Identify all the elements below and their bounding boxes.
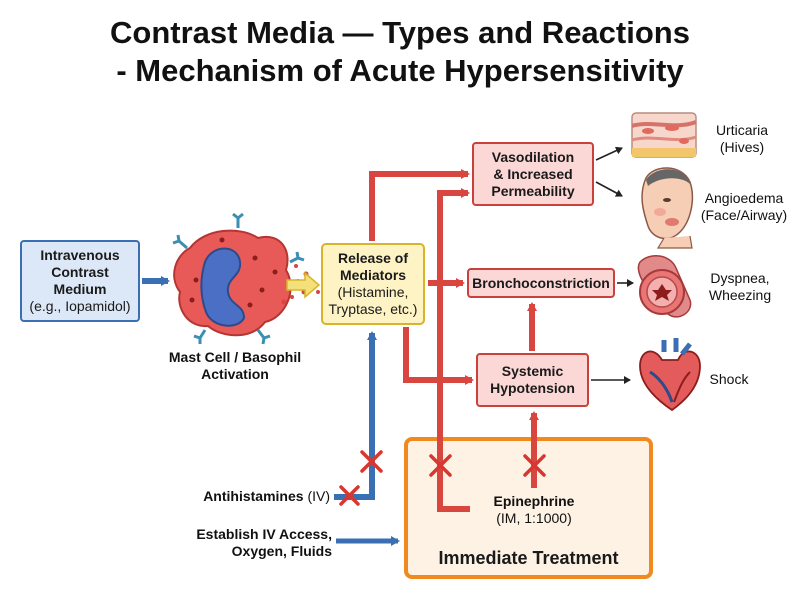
outcome-shock: Shock bbox=[704, 371, 754, 388]
outcome-urticaria-line-2: (Hives) bbox=[719, 139, 765, 155]
block-mark-epinephrine-hypotension bbox=[523, 454, 546, 477]
arrow-antihistamines-to-mediators bbox=[334, 331, 377, 500]
mast-cell-caption: Mast Cell / Basophil Activation bbox=[150, 349, 320, 383]
node-bronchoconstriction-label: Bronchoconstriction bbox=[472, 274, 610, 291]
treatment-epinephrine: Epinephrine (IM, 1:1000) bbox=[474, 493, 594, 527]
title-line-1: Contrast Media — Types and Reactions bbox=[110, 15, 690, 50]
arrow-mediators-to-vasodilation bbox=[369, 169, 470, 241]
outcome-angioedema: Angioedema (Face/Airway) bbox=[694, 190, 794, 224]
face-swelling-icon bbox=[641, 167, 694, 249]
mast-cell-caption-line-2: Activation bbox=[201, 366, 269, 382]
arrow-epinephrine-to-vasodilation bbox=[437, 188, 470, 512]
antihistamines-name: Antihistamines bbox=[203, 488, 304, 504]
airway-cross-section-icon bbox=[637, 255, 692, 318]
node-hypotension-line-1: Systemic bbox=[501, 363, 564, 379]
node-release-line-4: Tryptase, etc.) bbox=[328, 301, 418, 317]
mast-cell-caption-line-1: Mast Cell / Basophil bbox=[168, 349, 302, 365]
mast-cell-icon bbox=[172, 212, 320, 345]
epinephrine-line-1: Epinephrine bbox=[493, 493, 575, 509]
outcome-angioedema-line-1: Angioedema bbox=[704, 190, 784, 206]
outcome-dyspnea-line-2: Wheezing bbox=[708, 287, 772, 303]
outcome-dyspnea: Dyspnea, Wheezing bbox=[700, 270, 780, 304]
heart-icon bbox=[639, 338, 701, 412]
block-mark-antihistamine-input bbox=[339, 485, 360, 506]
arrow-to-urticaria bbox=[595, 146, 623, 161]
iv-access-line-2: Oxygen, Fluids bbox=[231, 543, 332, 559]
node-release-line-3: (Histamine, bbox=[337, 284, 409, 300]
node-vasodilation-line-2: & Increased bbox=[493, 165, 573, 182]
node-iv-contrast-line-2: Contrast bbox=[51, 264, 109, 280]
skin-hives-icon bbox=[631, 112, 697, 158]
outcome-angioedema-line-2: (Face/Airway) bbox=[700, 207, 788, 223]
node-vasodilation-line-3: Permeability bbox=[491, 182, 575, 199]
node-iv-contrast-line-3: Medium bbox=[53, 281, 107, 297]
antihistamines-route: (IV) bbox=[307, 488, 330, 504]
iv-access-line-1: Establish IV Access, bbox=[196, 526, 332, 542]
node-release-line-2: Mediators bbox=[339, 267, 407, 283]
treatment-iv-access: Establish IV Access, Oxygen, Fluids bbox=[160, 526, 332, 560]
node-systemic-hypotension: Systemic Hypotension bbox=[476, 353, 589, 407]
treatment-panel-title: Immediate Treatment bbox=[438, 548, 619, 568]
title-line-2: - Mechanism of Acute Hypersensitivity bbox=[116, 53, 684, 88]
arrow-mastcell-to-mediators bbox=[286, 271, 321, 299]
outcome-dyspnea-line-1: Dyspnea, bbox=[710, 270, 770, 286]
node-bronchoconstriction: Bronchoconstriction bbox=[467, 268, 615, 298]
arrow-to-angioedema bbox=[595, 181, 623, 197]
node-release-line-1: Release of bbox=[337, 250, 409, 266]
block-mark-epinephrine-vasodilation bbox=[429, 454, 452, 477]
epinephrine-line-2: (IM, 1:1000) bbox=[496, 510, 572, 526]
node-vasodilation: Vasodilation & Increased Permeability bbox=[472, 142, 594, 206]
node-iv-contrast-line-4: (e.g., Iopamidol) bbox=[29, 298, 131, 314]
treatment-antihistamines: Antihistamines (IV) bbox=[150, 488, 330, 505]
node-vasodilation-line-1: Vasodilation bbox=[491, 148, 575, 165]
node-iv-contrast-medium: Intravenous Contrast Medium (e.g., Iopam… bbox=[20, 240, 140, 322]
outcome-urticaria-line-1: Urticaria bbox=[715, 122, 769, 138]
outcome-shock-label: Shock bbox=[709, 371, 749, 387]
block-mark-antihistamine-path bbox=[360, 450, 383, 473]
outcome-urticaria: Urticaria (Hives) bbox=[702, 122, 782, 156]
node-release-of-mediators: Release of Mediators (Histamine, Tryptas… bbox=[321, 243, 425, 325]
arrow-mediators-to-hypotension bbox=[403, 327, 474, 385]
node-iv-contrast-line-1: Intravenous bbox=[40, 247, 120, 263]
diagram-title: Contrast Media — Types and Reactions - M… bbox=[0, 14, 800, 90]
node-hypotension-line-2: Hypotension bbox=[490, 380, 575, 396]
